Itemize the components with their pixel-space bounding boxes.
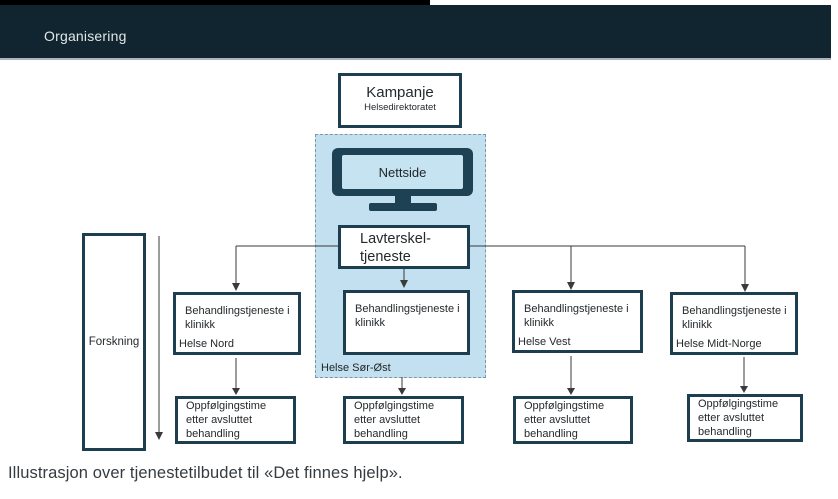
top-strip [0, 0, 430, 5]
monitor-stand-neck [395, 196, 411, 204]
clinic-box-helse-sor-ost: Behandlingstjeneste i klinikk [343, 290, 470, 355]
kampanje-title: Kampanje [366, 84, 434, 101]
clinic-label: Behandlingstjeneste i klinikk [355, 303, 460, 329]
followup-label: Oppfølgingstime etter avsluttet behandli… [354, 400, 435, 440]
followup-box-4: Oppfølgingstime etter avsluttet behandli… [687, 394, 803, 442]
lavterskel-line2: tjeneste [360, 249, 411, 265]
lavterskel-tjeneste-box: Lavterskel- tjeneste [338, 225, 470, 269]
clinic-label: Behandlingstjeneste i klinikk [185, 305, 290, 331]
kampanje-subtitle: Helsedirektoratet [364, 102, 436, 113]
nettside-label: Nettside [378, 164, 427, 180]
clinic-box-helse-vest: Behandlingstjeneste i klinikk Helse Vest [512, 290, 643, 353]
forskning-box: Forskning [82, 233, 146, 451]
figure-caption: Illustrasjon over tjenestetilbudet til «… [8, 464, 403, 482]
lavterskel-line1: Lavterskel- [360, 231, 431, 247]
clinic-box-helse-midt-norge: Behandlingstjeneste i klinikk Helse Midt… [670, 292, 798, 355]
monitor-stand-base [369, 203, 437, 211]
section-title: Organisering [44, 27, 127, 44]
kampanje-box: Kampanje Helsedirektoratet [338, 73, 462, 128]
clinic-label: Behandlingstjeneste i klinikk [524, 303, 629, 329]
followup-label: Oppfølgingstime etter avsluttet behandli… [698, 398, 779, 438]
clinic-region-label: Helse Midt-Norge [676, 338, 762, 350]
clinic-region-label: Helse Nord [179, 338, 235, 350]
followup-box-1: Oppfølgingstime etter avsluttet behandli… [175, 396, 296, 444]
followup-box-2: Oppfølgingstime etter avsluttet behandli… [343, 396, 464, 444]
section-header: Organisering [0, 5, 831, 60]
clinic-box-helse-nord: Behandlingstjeneste i klinikk Helse Nord [173, 292, 301, 355]
forskning-label: Forskning [88, 336, 140, 348]
monitor-icon: Nettside [332, 148, 473, 196]
monitor-screen: Nettside [342, 155, 463, 189]
followup-label: Oppfølgingstime etter avsluttet behandli… [186, 400, 267, 440]
clinic-label: Behandlingstjeneste i klinikk [682, 305, 787, 331]
region-label: Helse Sør-Øst [321, 362, 391, 374]
clinic-region-label: Helse Vest [518, 336, 571, 348]
followup-box-3: Oppfølgingstime etter avsluttet behandli… [513, 396, 633, 444]
followup-label: Oppfølgingstime etter avsluttet behandli… [524, 400, 605, 440]
